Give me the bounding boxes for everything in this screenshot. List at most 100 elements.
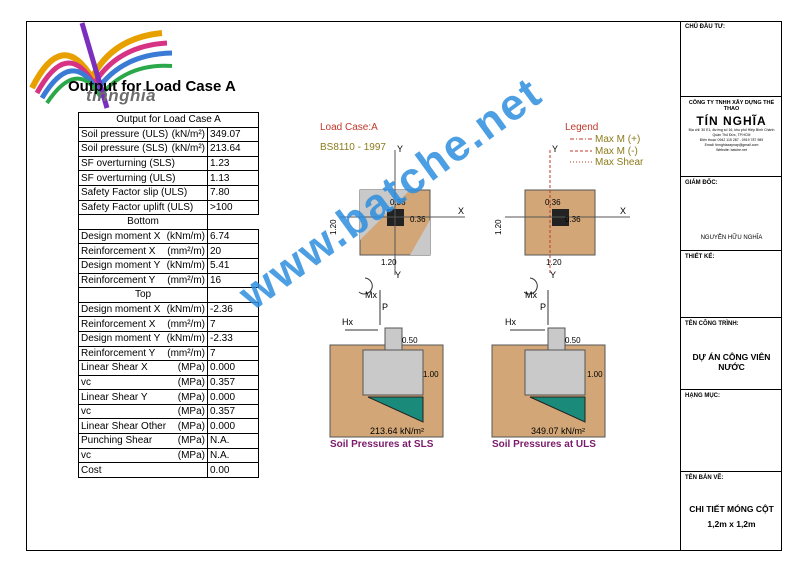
logo-text: tinnghia [86,86,157,105]
output-title: Output for Load Case A [68,78,236,95]
title-block: CHỦ ĐẦU TƯ: CÔNG TY TNHH XÂY DỰNG THỂ TH… [680,21,782,551]
hx-label: Hx [342,317,353,327]
row-label: Design moment X [81,231,161,243]
row-label: vc [81,406,91,418]
table-row: Safety Factor slip (ULS)7.80 [78,184,259,201]
row-value: N.A. [207,433,259,449]
row-unit: (kNm/m) [166,260,205,272]
project-name: DỰ ÁN CÔNG VIÊN NƯỚC [692,352,771,372]
row-label-cell: Punching Shear(MPa) [78,433,208,449]
row-value: 213.64 [207,141,259,157]
uls-pressure: 349.07 kN/m² [531,426,585,436]
p-label: P [382,302,388,312]
row-label-cell: Reinforcement Y(mm²/m) [78,345,208,362]
plan-depth-right: 1.20 [494,219,503,235]
company-email: Email: tinnghiaxaynap@gmail.com [704,143,759,147]
design-cell: THIẾT KẾ: [681,251,782,318]
row-label-cell: Design moment Y(kNm/m) [78,330,208,347]
axis-x-label-right: X [620,206,626,216]
footing-depth: 1.00 [423,370,439,379]
row-label: Reinforcement X [81,245,156,257]
tinnghia-logo [29,22,173,109]
code-label: BS8110 - 1997 [320,142,386,153]
row-label-cell: Cost [78,462,208,478]
row-unit: (mm²/m) [167,347,205,359]
row-label-cell: vc (MPa) [78,403,208,420]
drawing-cell: TÊN BẢN VẼ: CHI TIẾT MÓNG CỘT 1,2m x 1,2… [681,472,782,551]
row-value: 6.74 [207,228,259,245]
design-label: THIẾT KẾ: [685,254,715,260]
table-row: Reinforcement X(mm²/m)20 [78,243,259,259]
plan-view-right: Y X 0.36 0.36 1.20 1.20 Y [494,144,630,280]
row-value: -2.33 [207,330,259,347]
table-row: SF overturning (ULS)1.13 [78,170,259,186]
table-section-row: Top [78,287,259,303]
uls-caption: Soil Pressures at ULS [492,439,596,450]
row-unit: (MPa) [177,406,205,418]
row-label-cell: Reinforcement Y (mm²/m) [78,272,208,289]
row-value: 0.00 [207,462,259,478]
row-label: vc [81,449,91,461]
table-row: Reinforcement Y(mm²/m)16 [78,272,259,289]
row-value: 0.000 [207,389,259,405]
table-row: Design moment Y(kNm/m)5.41 [78,257,259,274]
row-value: 1.23 [207,155,259,172]
row-label-cell: Linear Shear Other(MPa) [78,418,208,435]
row-value: N.A. [207,447,259,464]
mx-label: Mx [365,290,377,300]
row-label-cell: Safety Factor slip (ULS) [78,184,208,201]
company-phone: Điện thoại: 0942 115 287 - 0919 787 989 [699,138,764,142]
table-row: SF overturning (SLS) 1.23 [78,155,259,172]
project-label: TÊN CÔNG TRÌNH: [685,321,739,327]
table-row: vc(MPa)0.357 [78,374,259,391]
axis-y-label-right: Y [552,144,558,154]
plan-view-left: Y X 0.36 0.36 1.20 1.20 Y [329,144,465,280]
row-label: Soil pressure (SLS) [81,143,168,155]
table-row: Linear Shear X(MPa)0.000 [78,360,259,376]
row-value: 0.000 [207,418,259,435]
row-label-cell: Design moment X(kNm/m) [78,228,208,245]
hx-label-uls: Hx [505,317,516,327]
drawing-name-line2: 1,2m x 1,2m [707,519,756,529]
owner-label: CHỦ ĐẦU TƯ: [685,24,725,30]
row-label: Safety Factor slip (ULS) [81,187,188,199]
row-label: Linear Shear Other [81,420,167,432]
row-label-cell: Design moment X(kNm/m) [78,301,208,318]
section-blank-cell [208,215,259,230]
col-offset-y: 0.36 [390,198,406,207]
row-label: Soil pressure (ULS) [81,128,169,140]
company-cell: CÔNG TY TNHH XÂY DỰNG THỂ THAO TÍN NGHĨA… [681,97,782,177]
row-label-cell: Reinforcement X (mm²/m) [78,316,208,332]
row-label-cell: vc(MPa) [78,447,208,464]
row-label-cell: Linear Shear X(MPa) [78,360,208,376]
table-row: Design moment X(kNm/m)-2.36 [78,301,259,318]
row-label: Reinforcement Y [81,274,156,286]
row-label-cell: SF overturning (ULS) [78,170,208,186]
mx-label-uls: Mx [525,290,537,300]
table-row: Design moment Y(kNm/m)-2.33 [78,330,259,347]
legend-item-max-m-pos: Max M (+) [595,134,640,145]
row-label: Reinforcement X [81,318,156,330]
section-label: Top [78,287,208,303]
company-website: Website: batche.net [716,148,747,152]
row-unit: (mm²/m) [167,274,205,286]
axis-y-bottom-right: Y [550,270,556,280]
row-unit: (mm²/m) [167,245,205,257]
footing-diagram: Load Case:A BS8110 - 1997 Legend Max M (… [320,122,644,450]
legend-title: Legend [565,122,598,133]
row-label: SF overturning (SLS) [81,158,175,170]
results-table: Output for Load Case A Soil pressure (UL… [78,112,259,478]
col-offset-y-right: 0.36 [545,198,561,207]
company-address: Địa chỉ: 30 E1, đường số 16, khu phố Hiệ… [688,128,775,137]
row-value: 1.13 [207,170,259,186]
table-row: vc(MPa)0.357 [78,403,259,420]
row-value: 0.000 [207,360,259,376]
drawing-name-line1: CHI TIẾT MÓNG CỘT [689,504,774,514]
row-unit: (kNm/m) [166,304,205,316]
row-unit: (MPa) [177,362,205,374]
table-row: Linear Shear Other(MPa)0.000 [78,418,259,435]
axis-x-label: X [458,206,464,216]
table-header: Output for Load Case A [78,112,259,128]
plan-depth: 1.20 [329,219,338,235]
row-unit: (mm²/m) [167,318,205,330]
